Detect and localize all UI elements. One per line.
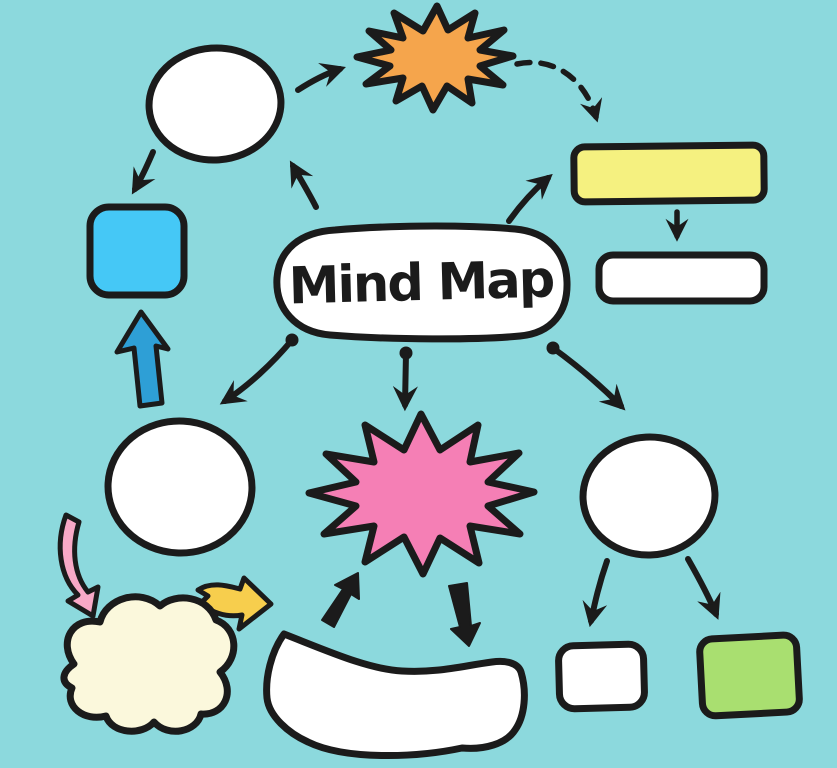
black-up-arrow: [321, 572, 360, 628]
central-bubble-label: Mind Map: [288, 251, 554, 317]
pink-starburst-node: [305, 410, 538, 578]
small-white-square-node: [555, 640, 648, 713]
arrow-center-to-right-circle: [550, 345, 626, 411]
arrow-circle-to-blue-square: [131, 149, 156, 195]
arrow-center-to-top-left: [289, 160, 319, 210]
black-down-arrow: [448, 582, 481, 647]
central-bubble-node: Mind Map: [273, 222, 571, 343]
curved-banner-node: [263, 630, 528, 760]
arrow-center-to-pink-star: [392, 350, 418, 412]
green-rectangle-node: [696, 631, 803, 720]
orange-starburst-node: [353, 2, 517, 114]
left-circle-node: [104, 417, 256, 557]
arrow-right-circle-to-green-rect: [685, 556, 721, 620]
arrow-center-to-left-circle: [219, 337, 295, 405]
arrow-star-to-yellow-dashed: [514, 59, 603, 123]
cloud-node: [60, 593, 238, 735]
top-left-circle-node: [145, 44, 285, 164]
blue-square-node: [86, 203, 188, 299]
right-circle-node: [579, 433, 719, 559]
blue-up-arrow: [114, 309, 171, 409]
arrow-circle-to-star: [295, 63, 346, 93]
yellow-rectangle-node: [570, 141, 768, 206]
arrow-right-circle-to-white-square: [582, 558, 610, 628]
pink-curved-arrow: [57, 512, 101, 619]
white-rectangle-node: [595, 251, 768, 305]
arrow-center-to-top-right: [506, 173, 553, 224]
